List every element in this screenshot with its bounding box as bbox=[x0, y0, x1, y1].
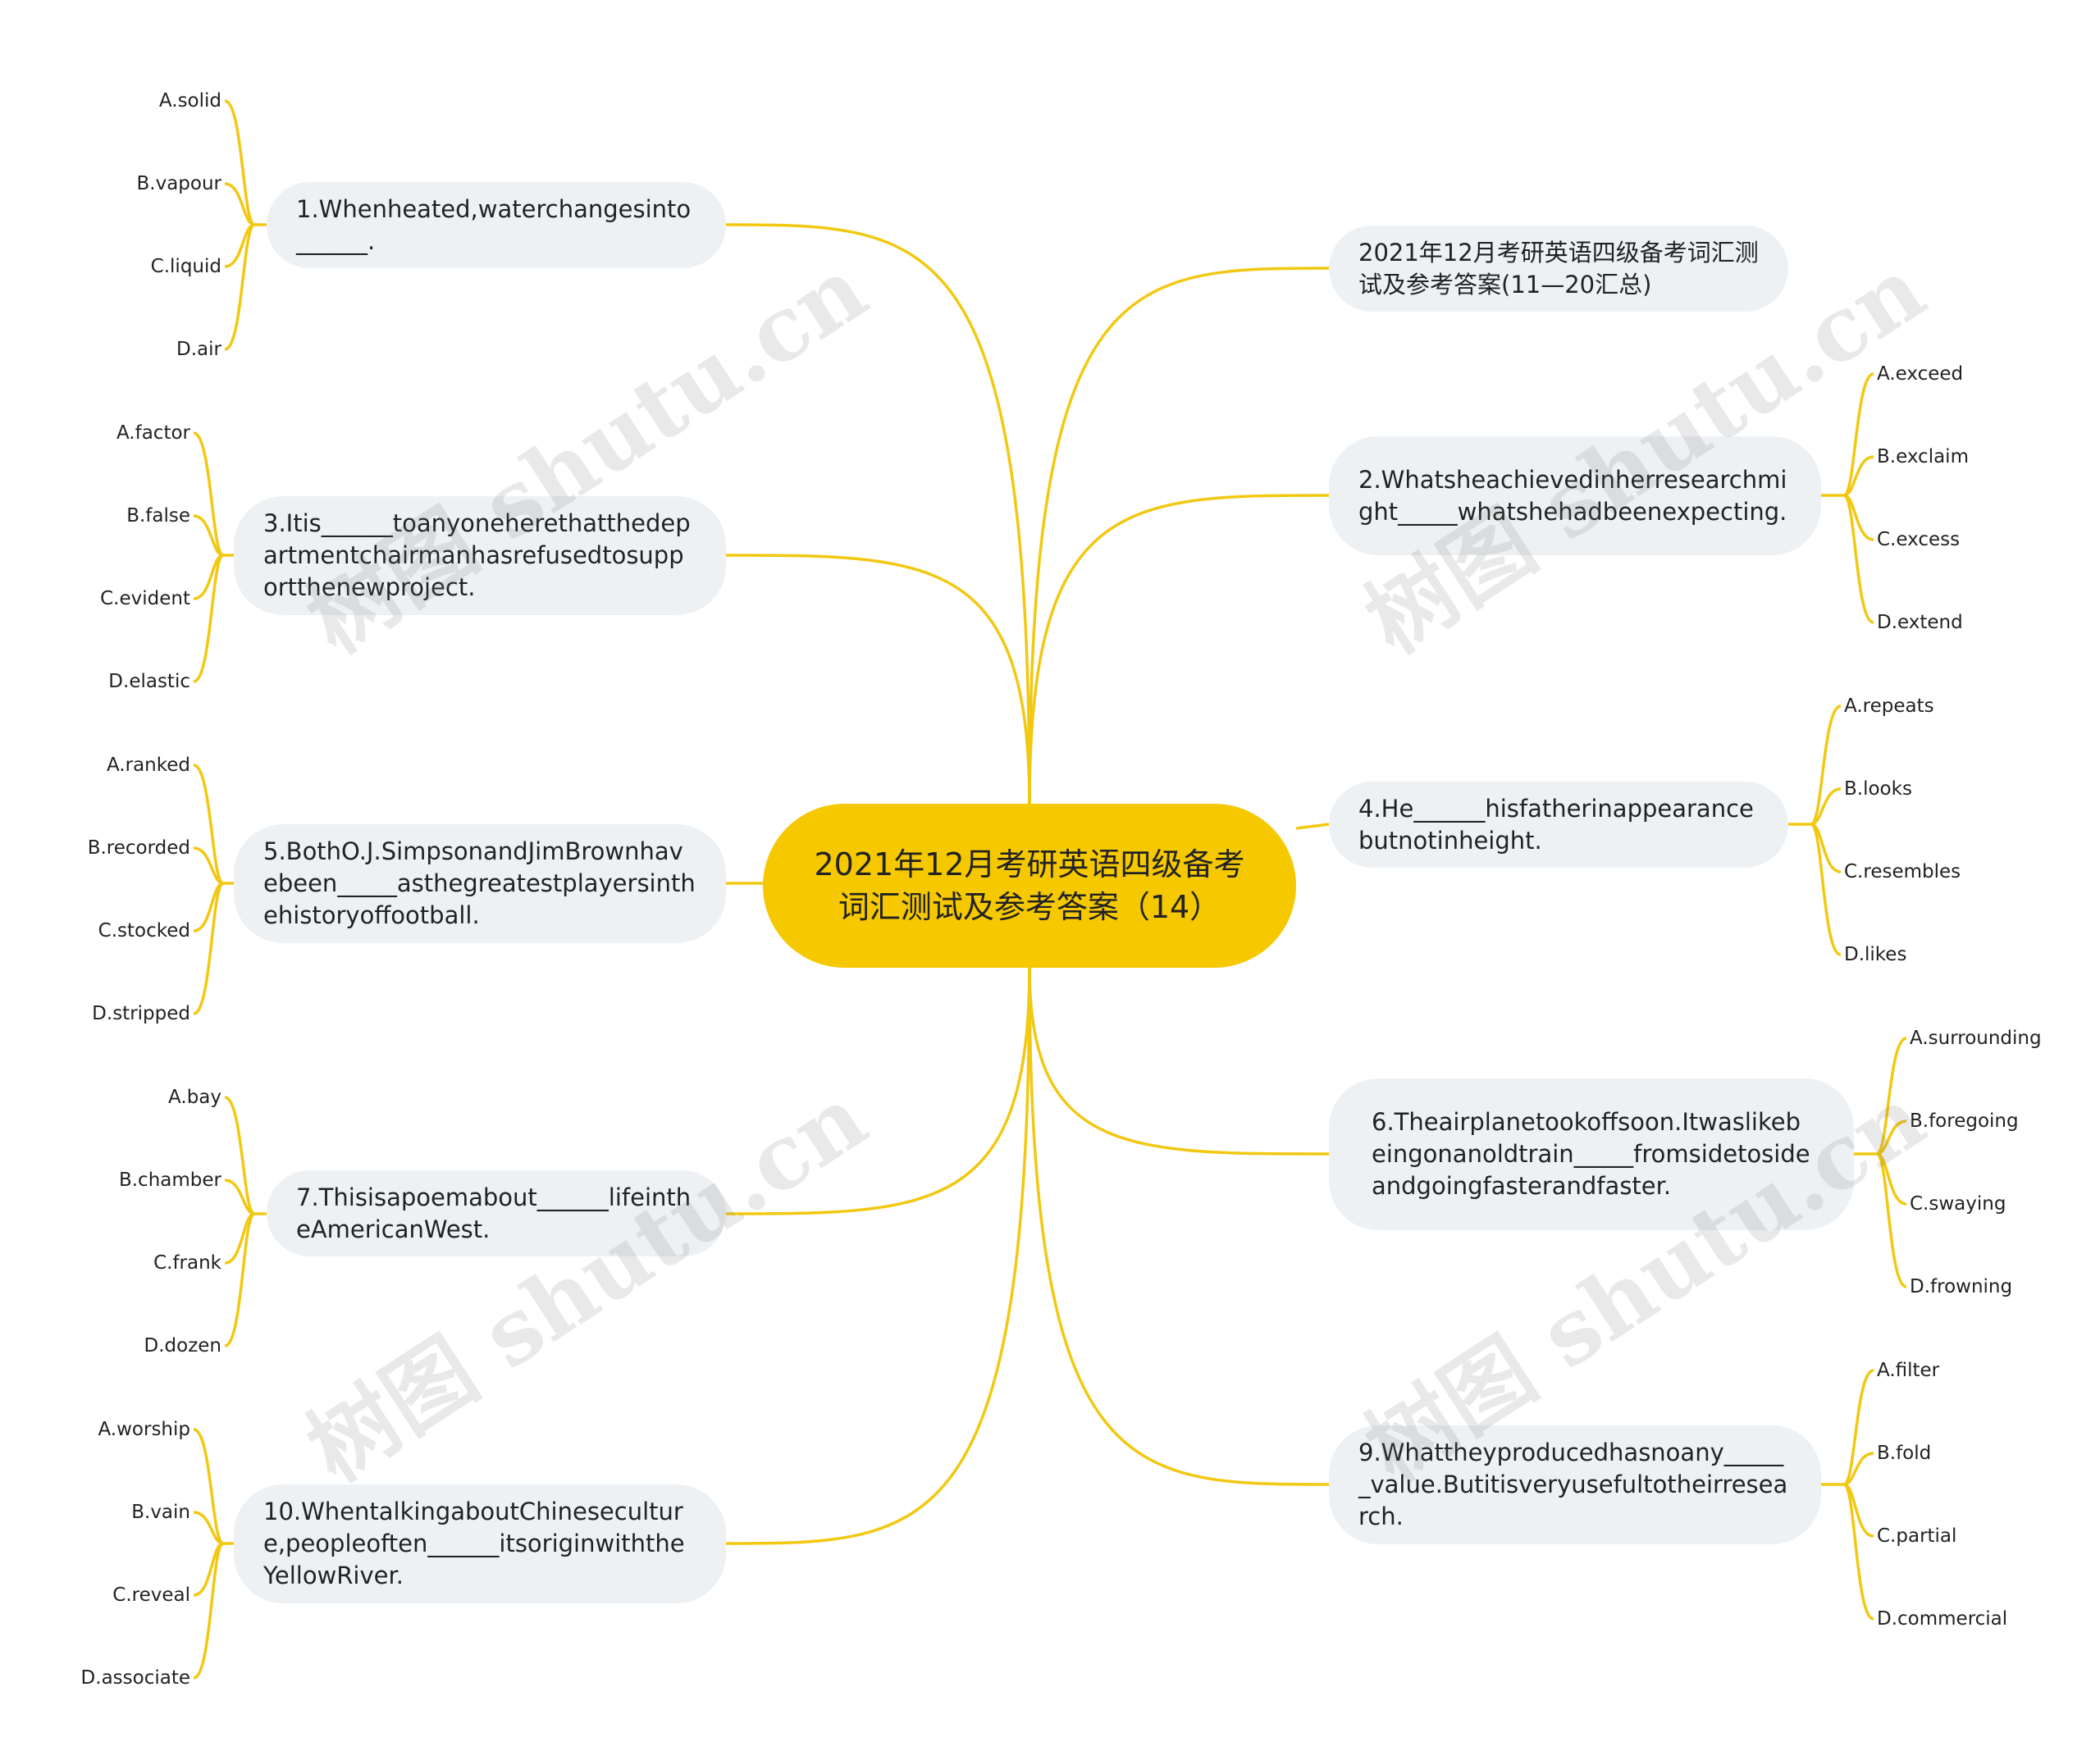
option-item[interactable]: A.exceed bbox=[1877, 363, 1964, 385]
link-center-left-3 bbox=[725, 967, 1031, 1215]
option-item[interactable]: D.extend bbox=[1877, 612, 1963, 633]
question-node-4[interactable]: 4.He______hisfatherinappearancebutnotinh… bbox=[1329, 782, 1788, 868]
option-item[interactable]: C.partial bbox=[1877, 1525, 1957, 1547]
bracket-q5-branch-1 bbox=[193, 846, 224, 885]
option-item[interactable]: B.looks bbox=[1844, 778, 1912, 800]
option-item[interactable]: A.factor bbox=[116, 422, 190, 444]
option-item[interactable]: B.vain bbox=[131, 1502, 190, 1523]
question-text: 1.Whenheated,waterchangesinto______. bbox=[296, 194, 692, 255]
option-item[interactable]: A.worship bbox=[98, 1419, 190, 1440]
option-item[interactable]: C.excess bbox=[1877, 529, 1961, 550]
bracket-q7-branch-1 bbox=[224, 1179, 255, 1215]
bracket-q10-branch-0 bbox=[193, 1428, 224, 1545]
option-item[interactable]: B.false bbox=[126, 505, 190, 527]
question-text: 9.Whattheyproducedhasnoany______value.Bu… bbox=[1358, 1439, 1788, 1530]
bracket-q6-branch-1 bbox=[1876, 1119, 1907, 1156]
bracket-q1-branch-3 bbox=[224, 223, 256, 351]
bracket-q10-branch-1 bbox=[193, 1511, 224, 1545]
question-text: 10.WhentalkingaboutChineseculture,people… bbox=[263, 1498, 685, 1589]
bracket-q1-branch-1 bbox=[224, 182, 255, 226]
option-item[interactable]: D.air bbox=[176, 339, 221, 360]
bracket-q10-branch-3 bbox=[193, 1542, 225, 1680]
bracket-q9-branch-3 bbox=[1842, 1483, 1874, 1621]
question-text: 5.BothO.J.SimpsonandJimBrownhavebeen____… bbox=[263, 837, 696, 929]
option-item[interactable]: B.foregoing bbox=[1910, 1110, 2019, 1132]
option-item[interactable]: B.recorded bbox=[87, 837, 190, 859]
option-item[interactable]: B.fold bbox=[1877, 1443, 1932, 1464]
link-center-right-2 bbox=[1295, 823, 1330, 830]
option-item[interactable]: B.chamber bbox=[118, 1170, 221, 1191]
question-node-1[interactable]: 1.Whenheated,waterchangesinto______. bbox=[267, 182, 726, 268]
bracket-q7-branch-0 bbox=[224, 1096, 256, 1215]
bracket-q5-branch-3 bbox=[193, 882, 225, 1015]
link-center-right-3 bbox=[1028, 967, 1330, 1156]
central-topic[interactable]: 2021年12月考研英语四级备考词汇测试及参考答案（14） bbox=[763, 804, 1296, 968]
option-item[interactable]: A.filter bbox=[1877, 1360, 1940, 1381]
bracket-q3-branch-1 bbox=[193, 514, 224, 557]
link-center-left-0 bbox=[725, 223, 1031, 805]
summary-link-node[interactable]: 2021年12月考研英语四级备考词汇测试及参考答案(11—20汇总) bbox=[1329, 226, 1788, 312]
bracket-q4-branch-0 bbox=[1810, 704, 1842, 826]
summary-link-label: 2021年12月考研英语四级备考词汇测试及参考答案(11—20汇总) bbox=[1358, 238, 1759, 299]
question-node-6[interactable]: 6.Theairplanetookoffsoon.Itwaslikebeingo… bbox=[1329, 1078, 1854, 1230]
bracket-q9-branch-1 bbox=[1843, 1452, 1874, 1486]
question-text: 7.Thisisapoemabout______lifeintheAmerica… bbox=[296, 1183, 692, 1243]
question-node-2[interactable]: 2.Whatsheachievedinherresearchmight_____… bbox=[1329, 436, 1821, 555]
question-node-3[interactable]: 3.Itis______toanyoneherethatthedepartmen… bbox=[234, 496, 726, 615]
bracket-q4-branch-3 bbox=[1810, 823, 1842, 956]
option-item[interactable]: A.surrounding bbox=[1910, 1028, 2042, 1049]
option-item[interactable]: C.reveal bbox=[112, 1584, 190, 1606]
link-center-right-4 bbox=[1028, 967, 1330, 1486]
option-item[interactable]: C.frank bbox=[153, 1252, 221, 1274]
bracket-q4-branch-1 bbox=[1810, 787, 1842, 826]
question-text: 6.Theairplanetookoffsoon.Itwaslikebeingo… bbox=[1372, 1108, 1810, 1200]
option-item[interactable]: B.vapour bbox=[136, 173, 222, 194]
bracket-q7-branch-3 bbox=[224, 1212, 256, 1347]
bracket-q3-branch-0 bbox=[193, 431, 225, 557]
option-item[interactable]: B.exclaim bbox=[1877, 446, 1969, 467]
bracket-q2-branch-1 bbox=[1843, 455, 1874, 497]
option-item[interactable]: D.elastic bbox=[108, 671, 190, 692]
option-item[interactable]: A.solid bbox=[158, 90, 221, 112]
bracket-q6-branch-0 bbox=[1875, 1037, 1907, 1156]
bracket-q9-branch-0 bbox=[1843, 1369, 1874, 1486]
option-item[interactable]: D.likes bbox=[1844, 944, 1907, 965]
option-item[interactable]: C.liquid bbox=[150, 256, 221, 277]
bracket-q1-branch-0 bbox=[224, 99, 256, 226]
question-node-9[interactable]: 9.Whattheyproducedhasnoany______value.Bu… bbox=[1329, 1425, 1821, 1544]
option-item[interactable]: D.dozen bbox=[144, 1335, 222, 1356]
option-item[interactable]: C.resembles bbox=[1844, 861, 1961, 882]
link-center-left-1 bbox=[725, 554, 1031, 805]
question-node-7[interactable]: 7.Thisisapoemabout______lifeintheAmerica… bbox=[267, 1170, 726, 1256]
question-text: 4.He______hisfatherinappearancebutnotinh… bbox=[1358, 794, 1754, 855]
question-text: 2.Whatsheachievedinherresearchmight_____… bbox=[1358, 465, 1787, 526]
option-item[interactable]: D.frowning bbox=[1910, 1276, 2013, 1297]
central-topic-label: 2021年12月考研英语四级备考词汇测试及参考答案（14） bbox=[814, 846, 1245, 925]
bracket-q5-branch-0 bbox=[193, 764, 225, 885]
option-item[interactable]: C.swaying bbox=[1910, 1193, 2006, 1215]
link-center-left-4 bbox=[725, 967, 1031, 1545]
option-item[interactable]: D.associate bbox=[80, 1667, 190, 1689]
bracket-q3-branch-3 bbox=[193, 554, 225, 683]
option-item[interactable]: D.stripped bbox=[92, 1003, 190, 1024]
option-item[interactable]: C.evident bbox=[100, 588, 190, 609]
bracket-q2-branch-0 bbox=[1842, 372, 1874, 497]
option-item[interactable]: A.ranked bbox=[106, 755, 190, 776]
bracket-q6-branch-3 bbox=[1875, 1152, 1907, 1288]
question-node-10[interactable]: 10.WhentalkingaboutChineseculture,people… bbox=[234, 1484, 726, 1603]
link-center-right-1 bbox=[1028, 494, 1330, 805]
option-item[interactable]: D.commercial bbox=[1877, 1608, 2008, 1630]
question-node-5[interactable]: 5.BothO.J.SimpsonandJimBrownhavebeen____… bbox=[234, 824, 726, 943]
link-center-right-0 bbox=[1028, 267, 1330, 805]
option-item[interactable]: A.repeats bbox=[1844, 695, 1934, 717]
question-text: 3.Itis______toanyoneherethatthedepartmen… bbox=[263, 509, 691, 601]
bracket-q2-branch-3 bbox=[1842, 494, 1874, 624]
option-item[interactable]: A.bay bbox=[168, 1087, 221, 1108]
option-item[interactable]: C.stocked bbox=[98, 920, 190, 942]
